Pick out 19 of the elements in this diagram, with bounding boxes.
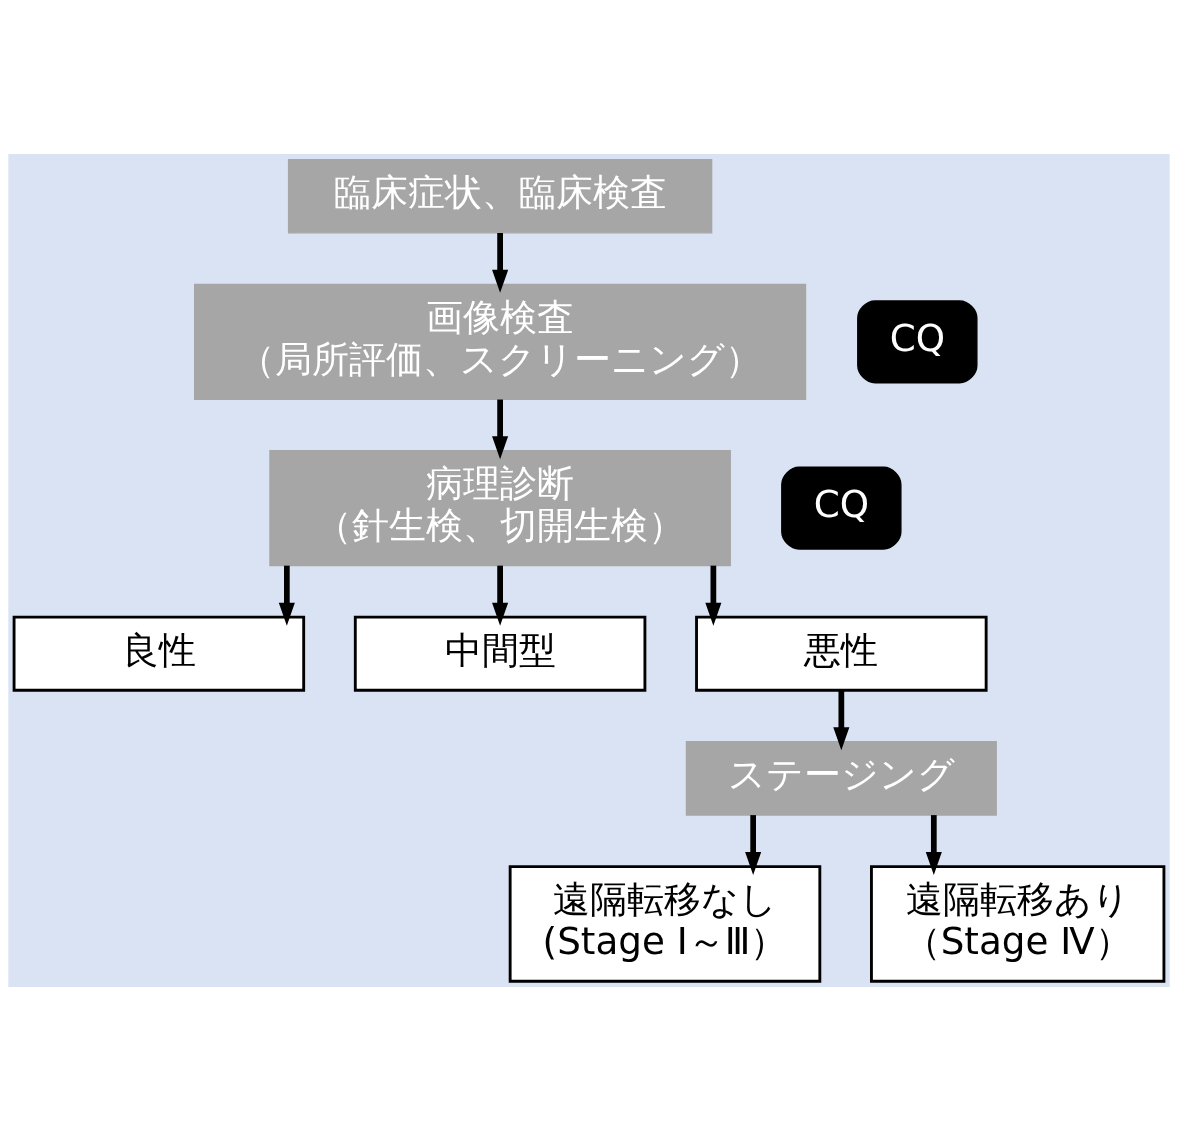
arrow xyxy=(833,690,850,751)
node-box: 病理診断 （針生検、切開生検） xyxy=(269,450,731,567)
arrow xyxy=(925,815,942,875)
arrow xyxy=(492,565,509,626)
node-box: CQ xyxy=(781,466,902,550)
node-box: 画像検査 （局所評価、スクリーニング） xyxy=(194,283,807,400)
node-box: 遠隔転移なし (Stage Ⅰ～Ⅲ） xyxy=(508,865,822,983)
node-box: CQ xyxy=(857,300,978,384)
arrow xyxy=(278,565,295,626)
arrow xyxy=(745,815,762,875)
node-box: 中間型 xyxy=(353,615,647,692)
node-box: ステージング xyxy=(685,741,997,816)
node-box: 悪性 xyxy=(695,615,988,692)
arrow xyxy=(492,233,509,293)
node-box: 臨床症状、臨床検査 xyxy=(287,159,713,234)
arrow xyxy=(705,565,722,626)
arrow xyxy=(492,399,509,460)
node-box: 良性 xyxy=(12,615,306,692)
node-box: 遠隔転移あり （Stage Ⅳ） xyxy=(870,865,1166,983)
